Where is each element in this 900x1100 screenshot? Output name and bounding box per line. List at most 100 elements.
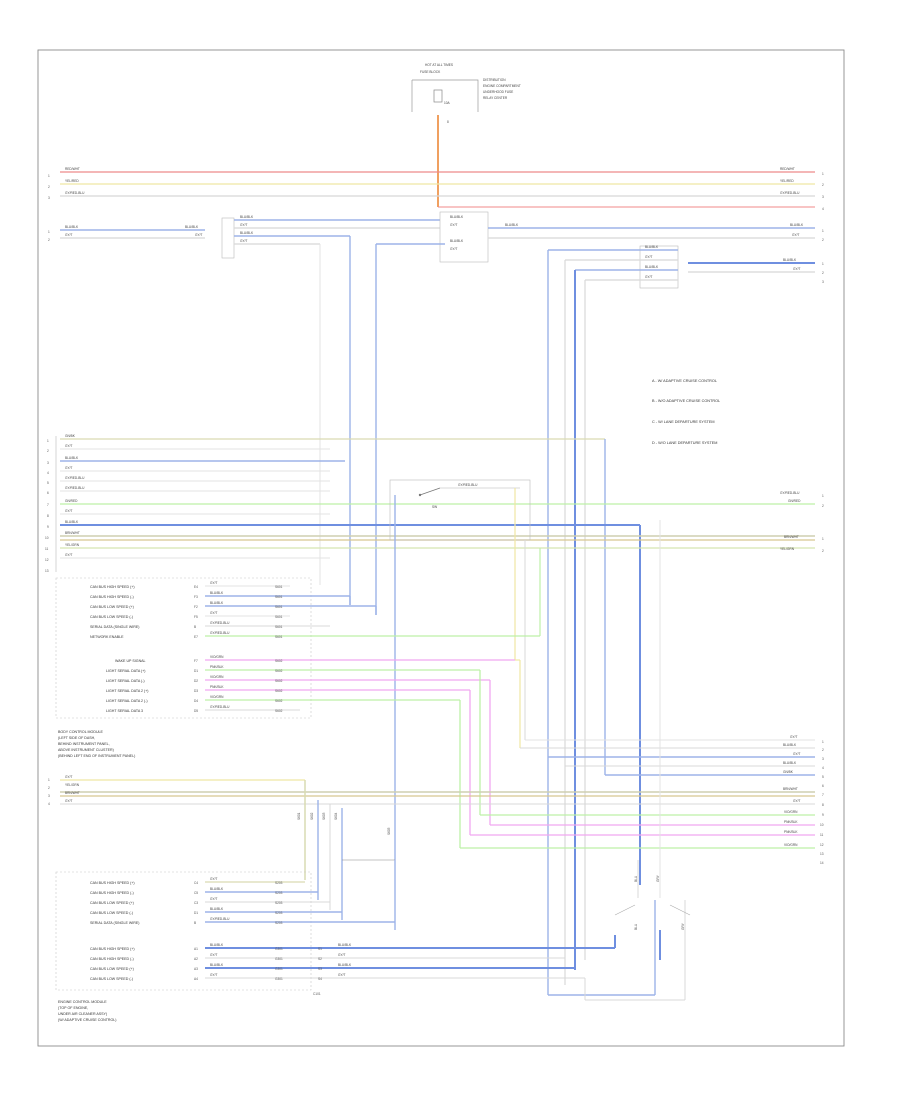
ecm-row2-2: CAN BUS HIGH SPEED (-) A2 GY/T G301 S2 G… bbox=[90, 953, 345, 961]
risers bbox=[459, 548, 541, 848]
can-wire-left-1: BLU/BLK bbox=[65, 225, 79, 229]
fuse-block-desc-4: RELAY CENTER bbox=[483, 96, 508, 100]
bcm-row-4-desc: CAN BUS LOW SPEED (-) bbox=[90, 615, 133, 619]
bcm-row2-5-desc: LIGHT SERIAL DATA 2 (-) bbox=[106, 699, 148, 703]
right-connector-6-pin-3: 3 bbox=[822, 757, 824, 761]
fuse-block-desc-2: ENGINE COMPARTMENT bbox=[483, 84, 521, 88]
ecm-row2-3-dest: G301 bbox=[275, 967, 283, 971]
bcm-row-4-wire: GY/T bbox=[210, 611, 217, 615]
can-wire-j3-1: BLU/BLK bbox=[645, 245, 659, 249]
right-connector-6-pin-13: 13 bbox=[820, 852, 824, 856]
ecm-row2-3-wire2: BLU/BLK bbox=[338, 963, 352, 967]
can-wire-j2-2: GY/T bbox=[450, 223, 457, 227]
rl-wire-2: BLU/BLK bbox=[783, 743, 797, 747]
left-connector-3-pin-6: 6 bbox=[47, 491, 49, 495]
right-connector-6-pin-11: 11 bbox=[820, 833, 824, 837]
can-wire-right-3: BLU/BLK bbox=[783, 258, 797, 262]
bcm-row-2-wire: BLU/BLK bbox=[210, 591, 224, 595]
bcm-row-6-wire: GY/RED-BLU bbox=[210, 631, 230, 635]
fuse-block: HOT AT ALL TIMES FUSE BLOCK DISTRIBUTION… bbox=[411, 63, 521, 124]
legend-item-d: D - W/O LANE DEPARTURE SYSTEM bbox=[652, 441, 717, 445]
bcm-label-1: BODY CONTROL MODULE bbox=[58, 730, 104, 734]
left-connector-3-pin-4: 4 bbox=[47, 471, 49, 475]
left-connector-3-pin-5: 5 bbox=[47, 481, 49, 485]
ecm-label-4: (W/ ADAPTIVE CRUISE CONTROL) bbox=[58, 1018, 117, 1022]
bcm-row2-2-desc: LIGHT SERIAL DATA (+) bbox=[106, 669, 146, 673]
bcm-row2-2-pin: D1 bbox=[194, 669, 198, 673]
mid-wire-code-4: GY/T bbox=[65, 466, 72, 470]
mid-wire-right-1: GY/RED-BLU bbox=[780, 491, 800, 495]
ecm-bottom-pin: C101 bbox=[313, 992, 321, 996]
bcm-label-4: ABOVE INSTRUMENT CLUSTER) bbox=[58, 748, 114, 752]
can-wire-j2-3: BLU/BLK bbox=[450, 239, 464, 243]
left-connector-3-pin-12: 12 bbox=[45, 558, 49, 562]
fuse-block-desc-1: DISTRIBUTION bbox=[483, 78, 506, 82]
bcm-row2-2: LIGHT SERIAL DATA (+) D1 PNK/BLK S602 bbox=[106, 665, 283, 673]
bcm-row2-2-wire: PNK/BLK bbox=[210, 665, 224, 669]
right-connector-6-pin-1: 1 bbox=[822, 740, 824, 744]
splice-3: S603 bbox=[322, 812, 326, 820]
bcm-row2-5-pin: D4 bbox=[194, 699, 198, 703]
right-connector-6-pin-10: 10 bbox=[820, 823, 824, 827]
bcm-label-5: (BEHIND LEFT END OF INSTRUMENT PANEL) bbox=[58, 754, 135, 758]
bcm-row-5: SERIAL DATA (SINGLE WIRE) B GY/RED-BLU S… bbox=[90, 621, 283, 629]
left-connector-3-pin-13: 13 bbox=[45, 569, 49, 573]
ecm-row2-4-dest: G301 bbox=[275, 977, 283, 981]
ecm-row2-4-pin: A4 bbox=[194, 977, 198, 981]
right-connector-4: 1 2 bbox=[822, 494, 824, 508]
wire-code-gry-right: GY/RED-BLU bbox=[780, 191, 800, 195]
bcm-row-5-desc: SERIAL DATA (SINGLE WIRE) bbox=[90, 625, 139, 629]
left-connector-3-pin-9: 9 bbox=[47, 525, 49, 529]
ecm-row-4-desc: CAN BUS LOW SPEED (-) bbox=[90, 911, 133, 915]
bcm-row2-6-pin: D5 bbox=[194, 709, 198, 713]
ecm-row-2-pin: C5 bbox=[194, 891, 198, 895]
rl-wire-9: PNK/BLK bbox=[784, 820, 798, 824]
right-connector-6: 1 2 3 4 5 6 7 8 9 10 11 12 13 14 bbox=[820, 740, 824, 865]
can-wire-j2-4: GY/T bbox=[450, 247, 457, 251]
diagram-frame bbox=[37, 49, 845, 1047]
right-connector-6-pin-5: 5 bbox=[822, 775, 824, 779]
can-wire-j1-4: GY/T bbox=[240, 239, 247, 243]
right-connector-2-pin-1: 1 bbox=[822, 229, 824, 233]
right-connector-6-pin-4: 4 bbox=[822, 766, 824, 770]
bcm-row-5-dest: S601 bbox=[275, 625, 283, 629]
ecm-row-4-wire: BLU/BLK bbox=[210, 907, 224, 911]
bcm-row-1-wire: GY/T bbox=[210, 581, 217, 585]
mid-wire-right-3: BRN/WHT bbox=[784, 535, 799, 539]
left-connector-3-pin-2: 2 bbox=[47, 449, 49, 453]
bcm-row2-5-wire: VIO/GRN bbox=[210, 695, 224, 699]
wire-code-yel-left: YEL/RED bbox=[65, 179, 79, 183]
can-wire-j1-3: BLU/BLK bbox=[240, 231, 254, 235]
ecm-label-3: UNDER AIR CLEANER ASSY) bbox=[58, 1012, 107, 1016]
bcm-row-3-dest: S601 bbox=[275, 605, 283, 609]
right-connector-6-pin-14: 14 bbox=[820, 861, 824, 865]
ecm-row-5-dest: S203 bbox=[275, 921, 283, 925]
right-connector-1-pin-2: 2 bbox=[822, 183, 824, 187]
left-connector-1-pin-2: 2 bbox=[48, 185, 50, 189]
right-connector-5-pin-2: 2 bbox=[822, 549, 824, 553]
left-connector-3-pin-1: 1 bbox=[47, 439, 49, 443]
left-connector-3: 1 2 3 4 5 6 7 8 9 10 11 12 13 bbox=[45, 436, 57, 573]
ecm-row-2-wire: BLU/BLK bbox=[210, 887, 224, 891]
rl-wire-7: GY/T bbox=[793, 799, 800, 803]
legend-item-c: C - W/ LANE DEPARTURE SYSTEM bbox=[652, 420, 715, 424]
bcm-row2-1-desc: WAKE UP SIGNAL bbox=[115, 659, 146, 663]
can-wire-j1-2: GY/T bbox=[240, 223, 247, 227]
bcm-row2-1-pin: F7 bbox=[194, 659, 198, 663]
center-switch: GY/RED-BLU SW bbox=[389, 479, 531, 860]
ecm-row2-4-desc: CAN BUS LOW SPEED (-) bbox=[90, 977, 133, 981]
ecm-row-1: CAN BUS HIGH SPEED (+) C4 GY/T S203 bbox=[90, 877, 283, 885]
left-connector-1-pin-3: 3 bbox=[48, 196, 50, 200]
ecm-label-2: (TOP OF ENGINE, bbox=[58, 1006, 88, 1010]
ecm-row2-3-pin: A3 bbox=[194, 967, 198, 971]
ecm-row2-2-pin2: S2 bbox=[318, 957, 322, 961]
right-connector-4-pin-2: 2 bbox=[822, 504, 824, 508]
legend-item-b: B - W/O ADAPTIVE CRUISE CONTROL bbox=[652, 399, 720, 403]
can-wire-j3-3: BLU/BLK bbox=[645, 265, 659, 269]
ecm-row-3-pin: C3 bbox=[194, 901, 198, 905]
left-connector-4-pin-3: 3 bbox=[48, 794, 50, 798]
ecm-row2-1-dest: G301 bbox=[275, 947, 283, 951]
right-connector-3-pin-1: 1 bbox=[822, 262, 824, 266]
left-connector-4-pin-4: 4 bbox=[48, 802, 50, 806]
mid-wire-code-11: YEL/GRN bbox=[65, 543, 80, 547]
